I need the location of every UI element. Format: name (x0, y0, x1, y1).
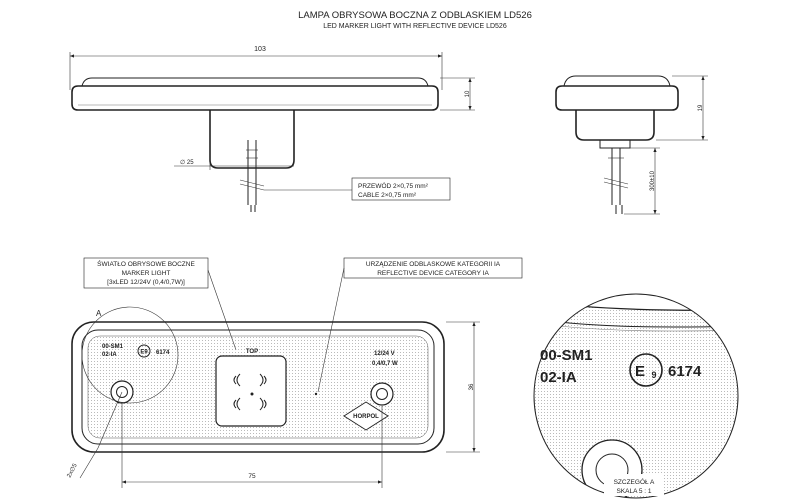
top-label: TOP (246, 349, 258, 355)
detail-letter: A (96, 309, 102, 318)
dim-height-front: 10 (465, 90, 471, 97)
title-en: LED MARKER LIGHT WITH REFLECTIVE DEVICE … (323, 23, 507, 30)
detail-caption2: SKALA 5 : 1 (616, 488, 651, 495)
marker-note-line2: MARKER LIGHT (122, 270, 171, 277)
dim-cable-length: 300±10 (650, 170, 656, 191)
detail-e-number: 9 (651, 370, 656, 380)
brand-logo: HORPOL (343, 401, 389, 431)
marker-note-line1: ŚWIATŁO OBRYSOWE BOCZNE (97, 259, 195, 268)
reflector-note-en: REFLECTIVE DEVICE CATEGORY IA (377, 270, 489, 277)
detail-view: 00-SM1 02-IA E 9 6174 SZCZEGÓŁ A SKALA 5… (533, 293, 739, 499)
dim-height-side: 19 (698, 104, 704, 111)
reflector-note-pl: URZĄDZENIE ODBLASKOWE KATEGORII IA (366, 261, 501, 268)
detail-code1: 00-SM1 (540, 347, 593, 364)
front-power: 0,4/0,7 W (372, 361, 398, 367)
dim-width: 103 (254, 46, 266, 53)
dim-hole-spacing: 75 (248, 473, 256, 480)
detail-approval: 6174 (668, 363, 702, 380)
front-code2: 02-IA (102, 352, 117, 358)
front-e-mark: E9 (140, 350, 148, 356)
detail-code2: 02-IA (540, 369, 577, 386)
svg-text:HORPOL: HORPOL (353, 414, 379, 420)
detail-e-letter: E (635, 363, 645, 380)
front-code1: 00-SM1 (102, 344, 124, 350)
dim-front-height: 36 (469, 383, 475, 390)
title-pl: LAMPA OBRYSOWA BOCZNA Z ODBLASKIEM LD526 (298, 10, 532, 21)
marker-note-line3: [3xLED 12/24V (0,4/0,7W)] (107, 279, 185, 286)
front-voltage: 12/24 V (374, 351, 395, 357)
cable-note-en: CABLE 2×0,75 mm² (358, 192, 417, 199)
front-approval: 6174 (156, 350, 170, 356)
led-symbols (233, 373, 267, 411)
cable-note-pl: PRZEWÓD 2×0,75 mm² (358, 181, 429, 190)
detail-caption1: SZCZEGÓŁ A (614, 477, 655, 486)
side-view: 19 300±10 (555, 75, 708, 215)
dim-diameter: ∅ 25 (180, 159, 194, 166)
top-view: 103 10 ∅ 25 PRZEWÓD 2×0,75 mm² CABLE 2×0… (69, 46, 475, 212)
dim-hole-diameter: 2x∅5 (66, 462, 79, 479)
front-view: ŚWIATŁO OBRYSOWE BOCZNE MARKER LIGHT [3x… (66, 257, 523, 488)
